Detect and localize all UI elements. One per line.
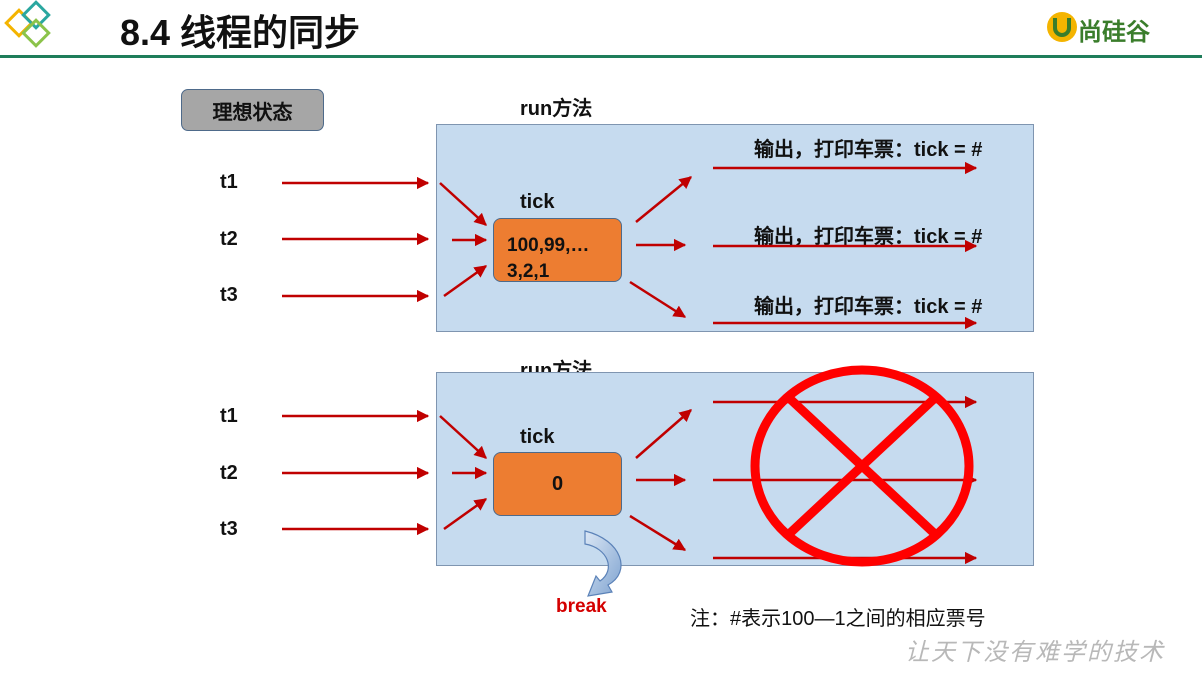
bottom-in-arrow-3: [443, 497, 488, 531]
brand-name: 尚硅谷: [1078, 19, 1150, 46]
ideal-state-label: 理想状态: [181, 89, 324, 131]
top-thread-t2: t2: [220, 228, 238, 250]
logo-diamond-icon: [4, 0, 51, 48]
page-title: 8.4 线程的同步: [120, 12, 361, 53]
top-tick-values-line2: 3,2,1: [507, 261, 550, 282]
top-tick-box: 100,99,… 3,2,1: [493, 218, 622, 282]
top-thread-t1: t1: [220, 171, 238, 193]
bottom-thread-t1: t1: [220, 405, 238, 427]
top-output-2: 输出，打印车票：tick = #: [754, 226, 983, 248]
top-tick-values-line1: 100,99,…: [507, 235, 590, 256]
top-output-1: 输出，打印车票：tick = #: [754, 139, 983, 161]
break-arrow-icon: [584, 530, 622, 597]
top-tick-label: tick: [520, 191, 555, 213]
footnote: 注：#表示100—1之间的相应票号: [690, 608, 986, 630]
bottom-out-arrow-3: [629, 514, 687, 552]
bottom-out-arrow-1: [635, 409, 692, 459]
top-thread-t3: t3: [220, 284, 238, 306]
slogan-watermark: 让天下没有难学的技术: [905, 639, 1165, 666]
header-divider: [0, 55, 1202, 58]
bottom-in-arrow-1: [439, 415, 487, 459]
bottom-tick-box: 0: [493, 452, 622, 516]
top-in-arrow-3: [443, 264, 488, 298]
top-out-arrow-1: [635, 176, 692, 223]
bottom-tick-value: 0: [551, 472, 564, 495]
top-out-arrow-3: [629, 280, 687, 319]
brand-logo-icon: [1047, 12, 1077, 42]
bottom-thread-t2: t2: [220, 462, 238, 484]
top-in-arrow-1: [439, 182, 487, 226]
bottom-thread-t3: t3: [220, 518, 238, 540]
top-output-3: 输出，打印车票：tick = #: [754, 296, 983, 318]
bottom-tick-label: tick: [520, 426, 555, 448]
top-run-method-label: run方法: [520, 98, 593, 120]
break-label: break: [556, 596, 607, 617]
forbidden-icon: [750, 365, 974, 567]
